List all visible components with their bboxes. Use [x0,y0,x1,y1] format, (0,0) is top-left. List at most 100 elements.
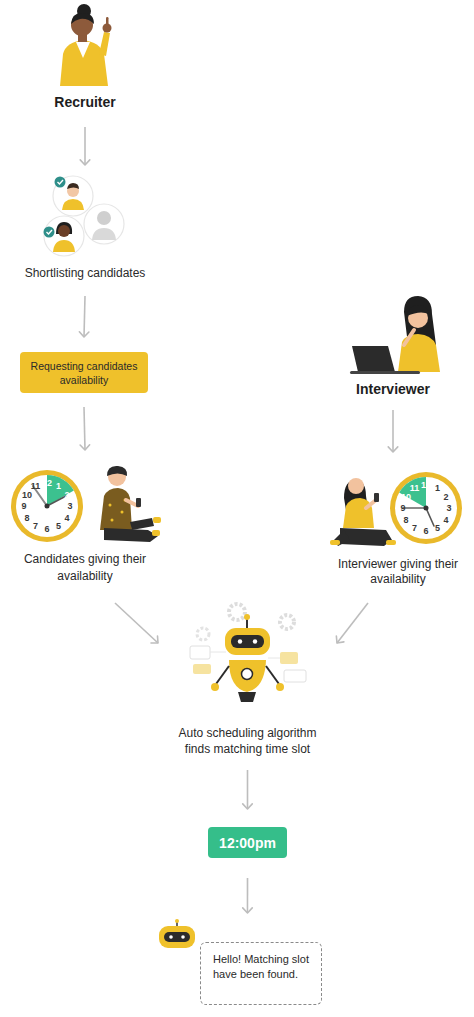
robot-illustration-part [280,615,294,629]
candidate-figure-part [130,518,154,530]
clock-number: 12 [421,480,431,490]
clock-number: 1 [435,483,440,493]
interviewer-sitting-figure-part [374,493,379,502]
candidate-clock [11,470,83,542]
flow-arrow [243,770,253,809]
flow-arrow [388,410,398,452]
recruiter-figure [60,4,112,86]
small-robot-icon-part [159,926,195,948]
arrow-line [84,127,86,165]
small-robot-icon-part [181,935,185,939]
step-caption: Candidates giving their availability [10,551,160,585]
arrow-head [79,332,89,337]
interviewer-figure-part [407,305,429,316]
clock-number: 6 [423,526,428,536]
candidate-figure-part [100,488,132,530]
clock-number: 11 [31,481,41,491]
candidate-avatars-part [55,177,66,188]
step-caption: Shortlisting candidates [25,265,146,281]
step-caption: Interviewer giving their availability [323,557,473,587]
interviewer-figure-part [350,371,420,374]
candidate-avatars-part [58,225,70,237]
clock-number: 8 [404,515,409,525]
candidate-avatars-part [44,227,55,238]
clock-number: 9 [21,501,26,511]
clock-number: 11 [410,483,420,493]
interviewer-clock-part [395,477,457,539]
robot-illustration-part [210,652,226,653]
candidate-clock-part [11,470,83,542]
arrow-head [388,447,398,452]
interviewer-clock-part [403,507,426,509]
clock-number: 6 [44,524,49,534]
clock-number: 10 [22,490,32,500]
candidate-figure-part [136,498,141,507]
step-caption: Recruiter [54,93,115,111]
robot-illustration-part [231,635,264,648]
robot-illustration-part [276,683,284,691]
robot-illustration-part [229,604,245,620]
interviewer-sitting-figure-part [343,498,374,528]
interviewer-sitting-figure-part [330,540,340,545]
arrow-line [84,407,85,450]
arrow-line [115,603,158,643]
robot-illustration-part [216,666,229,684]
speech-bubble: Hello! Matching slot have been found. [200,942,322,1005]
step-caption: Auto scheduling algorithm finds matching… [168,725,328,757]
candidate-avatars-part [97,211,111,225]
clock-number: 4 [443,515,448,525]
interviewer-sitting-figure [330,478,396,546]
robot-illustration-part [253,639,257,643]
arrow-line [247,878,249,913]
candidate-avatars-part [53,240,75,252]
clock-number: 10 [401,492,411,502]
flow-arrow [243,878,253,913]
interviewer-clock [390,472,462,544]
recruiter-figure-part [71,13,94,24]
recruiter-figure-part [99,32,110,56]
candidate-clock-part [45,504,50,509]
candidate-avatars-part [47,230,53,234]
robot-illustration-part [280,652,298,664]
arrow-line [84,296,85,337]
recruiter-figure-part [76,42,90,58]
flow-arrow [80,127,90,165]
robot-illustration-part [190,646,210,659]
interviewer-figure [350,296,440,374]
candidate-figure-part [107,466,127,476]
robot-illustration-part [242,669,253,680]
arrow-line [392,410,394,452]
robot-illustration-part [229,660,266,692]
robot-illustration [190,604,306,702]
candidate-figure-part [104,528,158,542]
step-node: Interviewer giving their availability [323,462,473,587]
clock-number: 1 [56,481,61,491]
robot-illustration-part [268,658,280,659]
step-node: Candidates giving their availability [5,462,165,585]
process-box: Requesting candidates availability [20,352,148,393]
interviewer-sitting-figure-part [348,478,364,494]
interviewer-figure-part [398,334,440,372]
clock-number: 12 [42,478,52,488]
candidate-figure-part [153,517,161,523]
actor-node: Recruiter [25,0,145,111]
box-text: Requesting candidates availability [25,359,143,387]
step-node: Shortlisting candidates [5,175,165,281]
clock-number: 2 [443,492,448,502]
interviewer-clock-part [426,508,434,526]
small-robot-icon-part [169,935,173,939]
arrow-head [80,445,90,450]
candidate-avatars-part [92,228,116,240]
robot-illustration-part [244,614,250,620]
clock-number: 3 [67,501,72,511]
robot-illustration-part [284,670,306,682]
flow-arrow [115,603,158,643]
arrow-head [243,908,253,913]
clock-number: 7 [33,521,38,531]
robot-illustration-part [193,664,211,674]
candidate-figure-part [152,530,160,536]
interviewer-figure-part [404,330,414,345]
step-node: Auto scheduling algorithm finds matching… [165,600,330,757]
